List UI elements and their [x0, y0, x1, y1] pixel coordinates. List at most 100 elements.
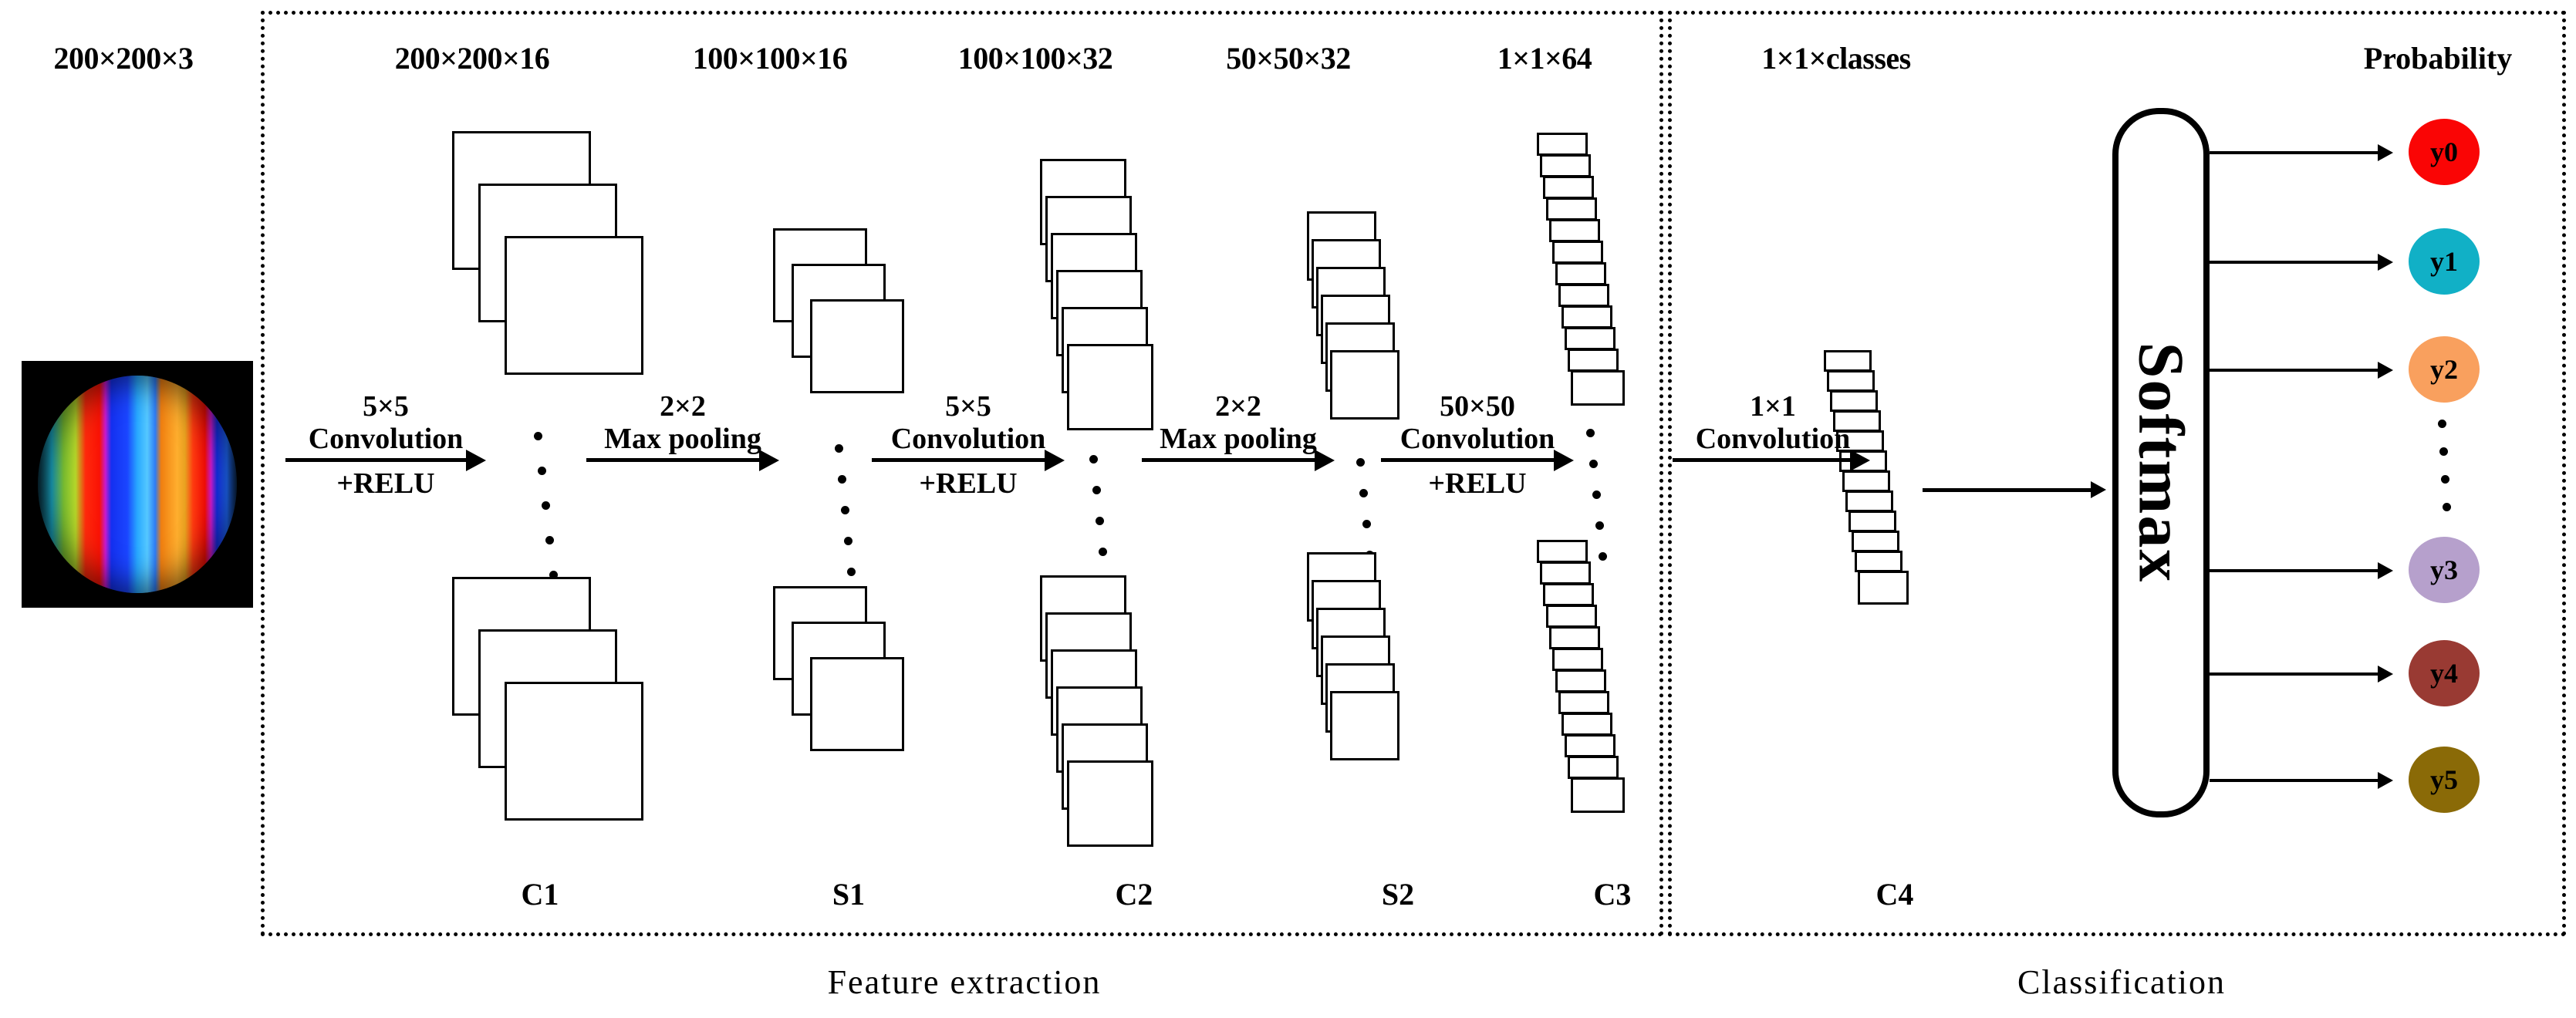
class-circle-y5[interactable]: y5	[2409, 747, 2480, 813]
feature-map-card	[1568, 756, 1619, 779]
class-circle-y2[interactable]: y2	[2409, 336, 2480, 403]
feature-map-card	[1833, 410, 1881, 432]
class-circle-y1[interactable]: y1	[2409, 228, 2480, 295]
rainbow-sphere-icon	[38, 376, 237, 593]
arrow-icon	[1381, 450, 1574, 471]
feature-map-card	[1842, 470, 1890, 492]
feature-map-card	[1565, 327, 1615, 350]
c2-dim-label: 100×100×32	[957, 41, 1113, 76]
class-circle-y0[interactable]: y0	[2409, 119, 2480, 185]
c3-dim-label: 1×1×64	[1497, 41, 1592, 76]
feature-map-card	[1067, 344, 1153, 430]
feature-map-card	[1565, 734, 1615, 757]
feature-map-card	[1549, 219, 1600, 242]
op-kernel-label: 5×5	[363, 390, 409, 423]
feature-map-card	[1540, 561, 1591, 585]
arrow-icon	[586, 450, 779, 471]
feature-map-card	[1330, 691, 1399, 760]
c2-ellipsis	[1088, 455, 1119, 587]
s1-dim-label: 100×100×16	[692, 41, 848, 76]
feature-map-card	[1852, 531, 1899, 552]
input-dim-label: 200×200×3	[53, 41, 194, 76]
feature-map-card	[1558, 284, 1609, 307]
feature-map-card	[1824, 350, 1872, 372]
c4-name-label: C4	[1875, 877, 1914, 912]
feature-map-card	[1571, 777, 1625, 813]
feature-map-card	[1540, 154, 1591, 177]
feature-map-card	[1845, 490, 1893, 512]
arrow-icon	[1142, 450, 1335, 471]
softmax-block: Softmax	[2112, 108, 2210, 817]
op-kernel-label: 50×50	[1440, 390, 1515, 423]
feature-map-card	[1561, 305, 1612, 329]
feature-map-card	[1555, 262, 1606, 285]
feature-map-card	[1558, 691, 1609, 714]
feature-map-card	[1543, 176, 1594, 199]
op-extra-label: +RELU	[1428, 467, 1527, 500]
input-image	[22, 361, 253, 608]
c4-dim-label: 1×1×classes	[1761, 41, 1911, 76]
s2-name-label: S2	[1381, 877, 1415, 912]
s2-dim-label: 50×50×32	[1226, 41, 1351, 76]
class-label: y1	[2430, 246, 2458, 277]
feature-map-card	[1543, 583, 1594, 606]
feature-map-card	[1552, 648, 1603, 671]
arrow-icon	[285, 450, 486, 471]
feature-map-card	[505, 682, 643, 821]
op-name-label: Max pooling	[1160, 423, 1317, 455]
feature-map-card	[1858, 571, 1909, 605]
feature-map-card	[1827, 370, 1875, 392]
feature-map-card	[810, 657, 904, 751]
class-label: y0	[2430, 137, 2458, 167]
feature-map-card	[505, 236, 643, 375]
operation-conv4: 1×1 Convolution	[1673, 392, 1873, 471]
c1-ellipsis	[532, 432, 563, 579]
feature-map-card	[1555, 669, 1606, 693]
op-name-label: Convolution	[1695, 423, 1851, 455]
op-kernel-label: 5×5	[945, 390, 991, 423]
feature-map-card	[1836, 430, 1884, 452]
feature-map-card	[1571, 370, 1625, 406]
operation-conv2: 5×5 Convolution +RELU	[872, 392, 1065, 498]
class-circle-y4[interactable]: y4	[2409, 640, 2480, 706]
op-extra-label: +RELU	[919, 467, 1018, 500]
probability-title: Probability	[2363, 41, 2513, 76]
feature-map-card	[1537, 540, 1588, 563]
operation-pool2: 2×2 Max pooling	[1142, 390, 1335, 471]
operation-conv3: 50×50 Convolution +RELU	[1381, 392, 1574, 498]
class-label: y4	[2430, 658, 2458, 689]
c3-ellipsis	[1586, 429, 1617, 561]
arrow-icon	[1673, 450, 1873, 471]
op-name-label: Convolution	[1399, 423, 1555, 455]
softmax-label: Softmax	[2125, 342, 2197, 584]
class-circle-y3[interactable]: y3	[2409, 537, 2480, 603]
op-name-label: Convolution	[308, 423, 464, 455]
feature-extraction-caption: Feature extraction	[827, 963, 1102, 1001]
c1-dim-label: 200×200×16	[394, 41, 550, 76]
op-name-label: Convolution	[890, 423, 1046, 455]
feature-map-card	[1537, 133, 1588, 156]
class-label: y3	[2430, 555, 2458, 585]
op-extra-label: +RELU	[336, 467, 435, 500]
class-label: y5	[2430, 764, 2458, 795]
feature-map-card	[1552, 241, 1603, 264]
feature-map-card	[1848, 511, 1896, 532]
feature-map-card	[1568, 349, 1619, 372]
feature-map-card	[1855, 551, 1902, 572]
op-kernel-label: 2×2	[660, 390, 706, 423]
feature-map-card	[1546, 197, 1597, 221]
op-kernel-label: 2×2	[1215, 390, 1261, 423]
classification-caption: Classification	[2017, 963, 2226, 1001]
s1-name-label: S1	[832, 877, 866, 912]
arrow-icon	[872, 450, 1065, 471]
class-ellipsis	[2438, 420, 2461, 512]
class-label: y2	[2430, 354, 2458, 385]
feature-map-card	[1546, 605, 1597, 628]
op-name-label: Max pooling	[604, 423, 761, 455]
feature-map-card	[1561, 713, 1612, 736]
feature-map-card	[810, 299, 904, 393]
feature-map-card	[1067, 760, 1153, 847]
s1-ellipsis	[833, 444, 864, 576]
c3-name-label: C3	[1593, 877, 1632, 912]
